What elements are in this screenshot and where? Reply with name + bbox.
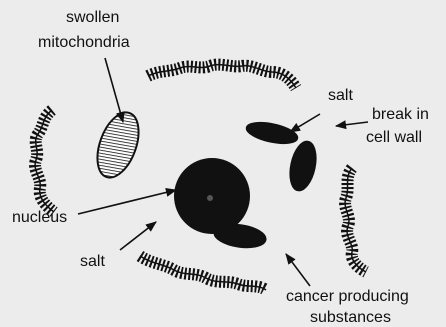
label-salt-top: salt [328, 87, 353, 104]
organelle-top [245, 119, 300, 147]
arrow-salt-top [290, 114, 320, 132]
arrow-nucleus [78, 190, 176, 214]
label-mitochondria-1: swollen [66, 9, 119, 26]
arrow-break [336, 122, 368, 126]
arrow-cancer [286, 254, 310, 286]
label-break-1: break in [372, 106, 429, 123]
arrow-mitochondria [105, 58, 123, 122]
label-nucleus: nucleus [12, 209, 67, 226]
label-cancer-2: substances [310, 309, 391, 326]
organelle-right [286, 139, 320, 193]
arrow-salt-bottom [120, 222, 156, 250]
label-cancer-1: cancer producing [286, 288, 409, 305]
organelle-bottom [213, 221, 268, 250]
swollen-mitochondrion [89, 107, 146, 183]
label-break-2: cell wall [366, 129, 422, 146]
membrane-bottom [140, 256, 266, 290]
label-salt-bottom: salt [80, 253, 105, 270]
membrane-left [35, 110, 54, 212]
membrane-top [148, 65, 296, 88]
label-mitochondria-2: mitochondria [38, 34, 130, 51]
